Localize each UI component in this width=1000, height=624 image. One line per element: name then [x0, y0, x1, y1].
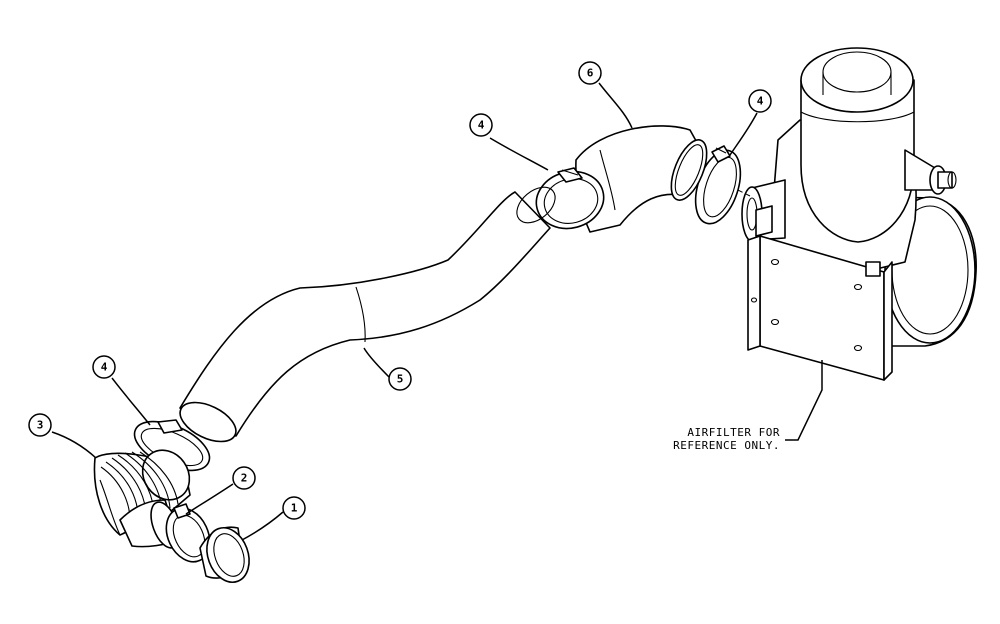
- leader-lines: [51, 82, 823, 541]
- part-5-tube: [179, 186, 556, 443]
- callout-3-label: 3: [37, 419, 44, 432]
- note-line-1: AIRFILTER FOR: [687, 426, 780, 439]
- reference-note: AIRFILTER FOR REFERENCE ONLY.: [673, 426, 780, 452]
- part-6-elbow: [575, 125, 708, 233]
- callout-2: 2: [232, 466, 256, 490]
- callout-4-right: 4: [748, 89, 772, 113]
- part-3-bellows-hose: [93, 449, 191, 549]
- callout-1: 1: [282, 496, 306, 520]
- callout-4-right-label: 4: [757, 95, 764, 108]
- callout-4-middle-label: 4: [478, 119, 485, 132]
- note-line-2: REFERENCE ONLY.: [673, 439, 780, 452]
- callout-2-label: 2: [241, 472, 248, 485]
- callout-5: 5: [388, 367, 412, 391]
- part-2-small-clamp: [165, 503, 211, 563]
- part-4-clamp-middle: [535, 167, 605, 230]
- part-1-end-cap: [199, 526, 250, 583]
- callout-4-left: 4: [92, 355, 116, 379]
- air-filter: [741, 47, 977, 381]
- callout-4-left-label: 4: [101, 361, 108, 374]
- callout-1-label: 1: [291, 502, 298, 515]
- callout-6: 6: [578, 61, 602, 85]
- callout-5-label: 5: [397, 373, 404, 386]
- callout-4-middle: 4: [469, 113, 493, 137]
- callout-6-label: 6: [587, 67, 594, 80]
- callout-3: 3: [28, 413, 52, 437]
